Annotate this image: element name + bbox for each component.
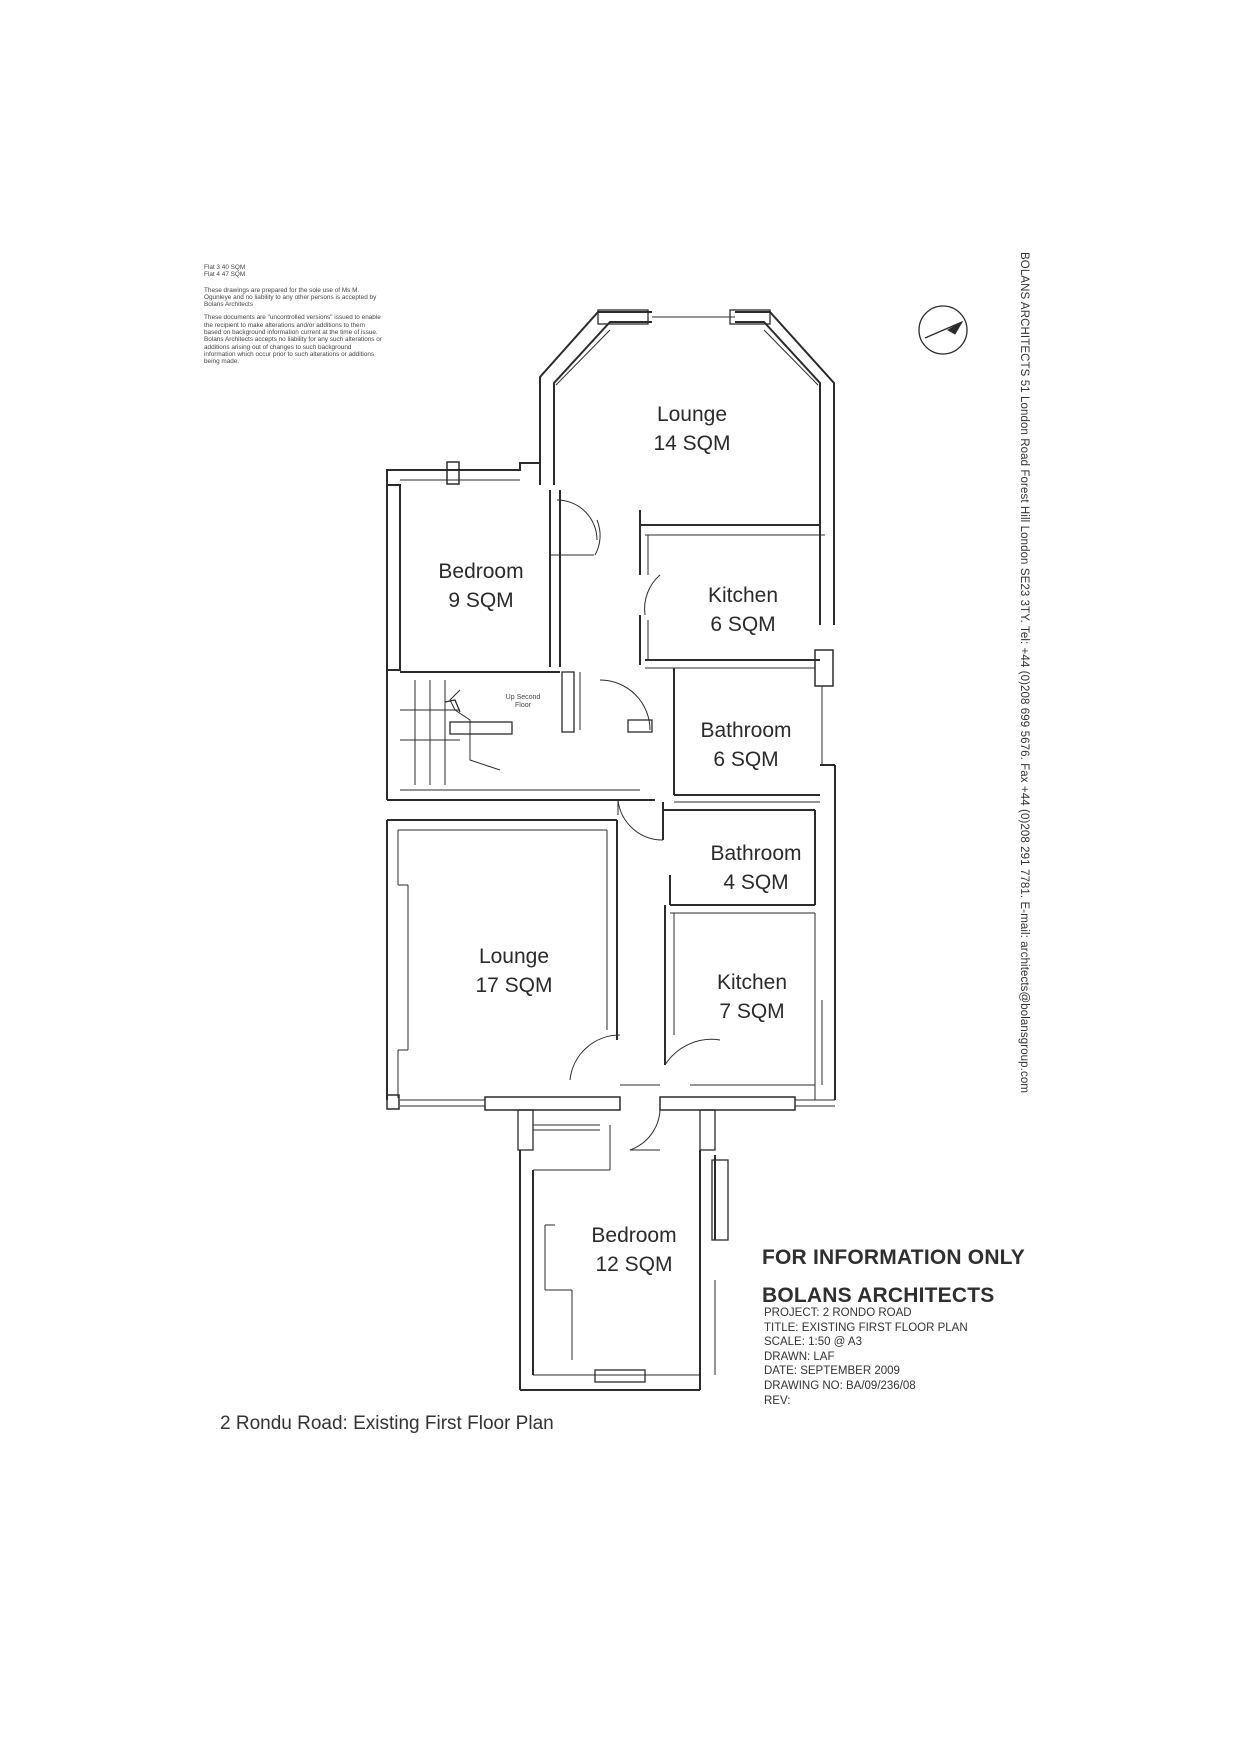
project-line: PROJECT: 2 RONDO ROAD (764, 1307, 912, 1319)
room-area: 12 SQM (595, 1253, 673, 1276)
drawn-line: DRAWN: LAF (764, 1350, 835, 1363)
title-block: PROJECT: 2 RONDO ROAD TITLE: EXISTING FI… (764, 1306, 968, 1408)
room-label-bedroom-9: Bedroom 9 SQM (438, 557, 523, 615)
room-label-lounge-17: Lounge 17 SQM (475, 942, 552, 1000)
drawing-notes: Flat 3 40 SQM Flat 4 47 SQM These drawin… (204, 264, 384, 372)
firm-heading: BOLANS ARCHITECTS (762, 1284, 995, 1307)
room-area: 9 SQM (448, 589, 514, 612)
room-name: Bathroom (700, 719, 792, 742)
room-name: Lounge (656, 403, 728, 426)
room-area: 4 SQM (723, 871, 789, 894)
scale-line: SCALE: 1:50 @ A3 (764, 1336, 862, 1349)
revision-line: REV: (764, 1394, 791, 1407)
date-line: DATE: SEPTEMBER 2009 (764, 1365, 900, 1378)
room-area: 14 SQM (653, 432, 731, 455)
stair-note: Up Second Floor (505, 694, 541, 709)
room-name: Bathroom (710, 842, 802, 865)
room-name: Kitchen (716, 971, 788, 994)
room-name: Bedroom (438, 560, 524, 583)
room-area: 7 SQM (719, 1000, 785, 1023)
kitchen-7-walls (664, 905, 823, 1100)
uncontrolled-version-note: These documents are "uncontrolled versio… (204, 314, 382, 366)
bathroom-4-walls (617, 799, 816, 914)
plan-caption: 2 Rondu Road: Existing First Floor Plan (220, 1413, 554, 1434)
room-area: 6 SQM (710, 613, 776, 636)
firm-contact-line: BOLANS ARCHITECTS 51 London Road Forest … (1018, 252, 1030, 1093)
lounge-17-walls (386, 819, 835, 1111)
room-label-kitchen-6: Kitchen 6 SQM (708, 581, 778, 639)
bathroom-6-walls (673, 649, 836, 1100)
room-area: 17 SQM (475, 974, 553, 997)
room-label-bathroom-6: Bathroom 6 SQM (700, 716, 791, 774)
flat-area-line: Flat 4 47 SQM (204, 271, 246, 279)
title-line: TITLE: EXISTING FIRST FLOOR PLAN (764, 1321, 968, 1334)
drawing-number-line: DRAWING NO: BA/09/236/08 (764, 1379, 916, 1392)
room-label-lounge-14: Lounge 14 SQM (653, 400, 730, 458)
upper-west-walls (386, 461, 655, 801)
bedroom-12-walls (517, 1109, 729, 1391)
room-label-bedroom-12: Bedroom 12 SQM (591, 1221, 676, 1279)
kitchen-6-walls (639, 510, 825, 669)
north-arrow-icon (918, 305, 968, 355)
room-name: Lounge (478, 945, 550, 968)
flat-area-line: Flat 3 40 SQM (204, 264, 246, 271)
room-name: Bedroom (591, 1224, 677, 1247)
info-only-heading: FOR INFORMATION ONLY (762, 1246, 1025, 1269)
room-area: 6 SQM (713, 748, 779, 771)
room-name: Kitchen (707, 584, 779, 607)
liability-note: These drawings are prepared for the sole… (204, 286, 377, 309)
bay-window-walls (539, 309, 835, 625)
room-label-bathroom-4: Bathroom 4 SQM (710, 839, 801, 897)
room-label-kitchen-7: Kitchen 7 SQM (717, 968, 787, 1026)
